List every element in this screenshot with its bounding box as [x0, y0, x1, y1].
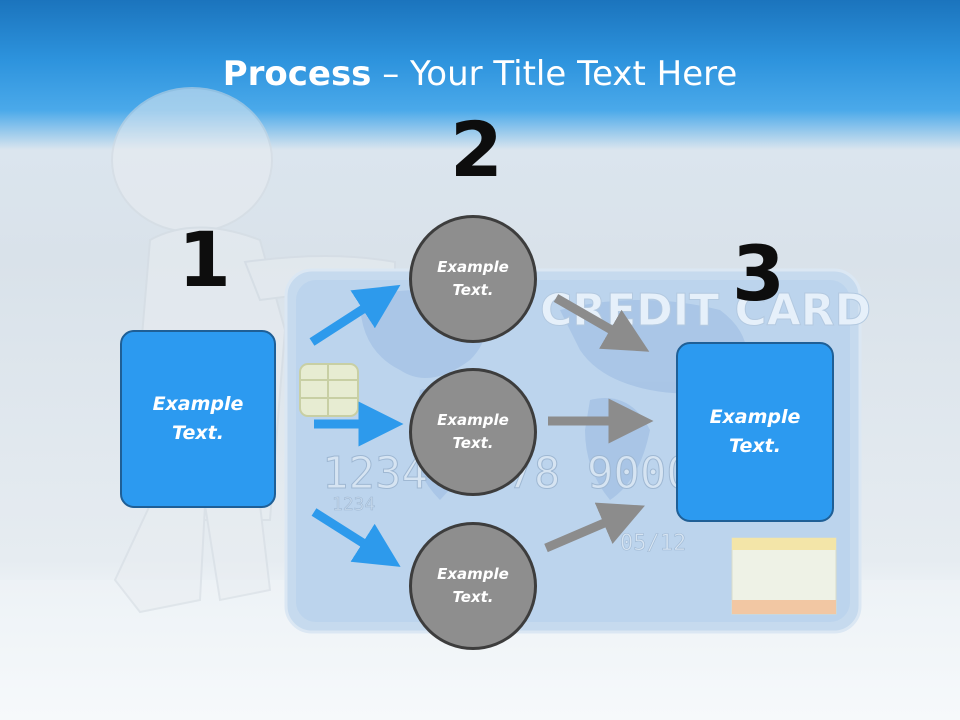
- step-3-box[interactable]: Example Text.: [676, 342, 834, 522]
- step-1-box[interactable]: Example Text.: [120, 330, 276, 508]
- title-rest: – Your Title Text Here: [371, 54, 738, 94]
- circle-middle[interactable]: Example Text.: [409, 368, 537, 496]
- step-number-1: 1: [178, 215, 231, 304]
- step-1-text: Example Text.: [152, 393, 244, 444]
- svg-text:CREDIT CARD: CREDIT CARD: [540, 285, 871, 336]
- circle-bottom-text: Example Text.: [437, 565, 509, 606]
- slide-title: Process – Your Title Text Here: [0, 52, 960, 96]
- circle-bottom[interactable]: Example Text.: [409, 522, 537, 650]
- circle-middle-text: Example Text.: [437, 411, 509, 452]
- step-number-3: 3: [732, 229, 785, 318]
- circle-top-text: Example Text.: [437, 258, 509, 299]
- step-number-2: 2: [450, 105, 503, 194]
- step-3-text: Example Text.: [709, 406, 801, 457]
- circle-top[interactable]: Example Text.: [409, 215, 537, 343]
- title-bold: Process: [222, 54, 372, 94]
- svg-text:05/12: 05/12: [620, 531, 686, 556]
- svg-text:1234: 1234: [332, 494, 375, 515]
